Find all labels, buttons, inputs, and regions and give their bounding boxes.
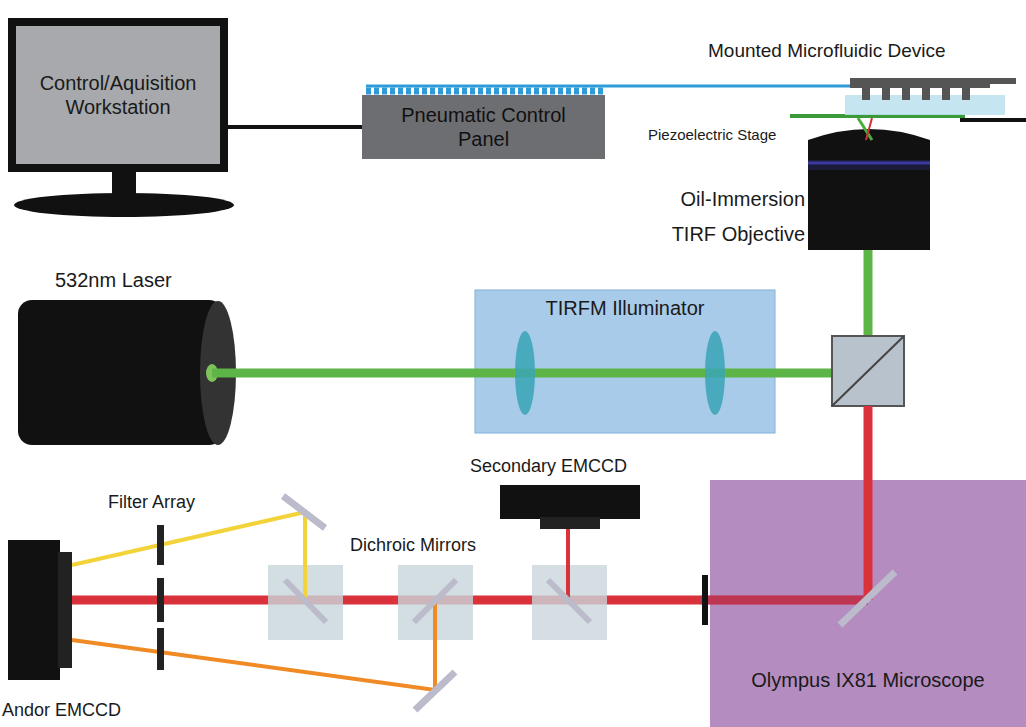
part-label: Dichroic Mirrors (350, 535, 476, 557)
illuminator-box (475, 290, 775, 433)
node-text: Control/Aquisition Workstation (23, 71, 213, 119)
illuminator-box: TIRFM Illuminator (475, 290, 775, 433)
control-panel: Pneumatic Control Panel (362, 95, 605, 159)
workstation-monitor: Control/Aquisition Workstation (8, 18, 228, 172)
part-label: Filter Array (108, 492, 195, 514)
node-text: Pneumatic Control Panel (377, 103, 590, 151)
part-label: Andor EMCCD (2, 700, 121, 722)
part-label: 532nm Laser (55, 268, 172, 292)
node-text: TIRFM Illuminator (546, 296, 705, 320)
node-text: Olympus IX81 Microscope (751, 668, 984, 692)
cable-line (228, 127, 362, 128)
part-label: Secondary EMCCD (470, 456, 627, 478)
part-label: Mounted Microfluidic Device (708, 40, 946, 63)
part-label: Piezoelectric Stage (648, 126, 776, 144)
microscope-label-area: Olympus IX81 Microscope (710, 640, 1026, 720)
part-label: Oil-Immersion TIRF Objective (655, 182, 805, 252)
